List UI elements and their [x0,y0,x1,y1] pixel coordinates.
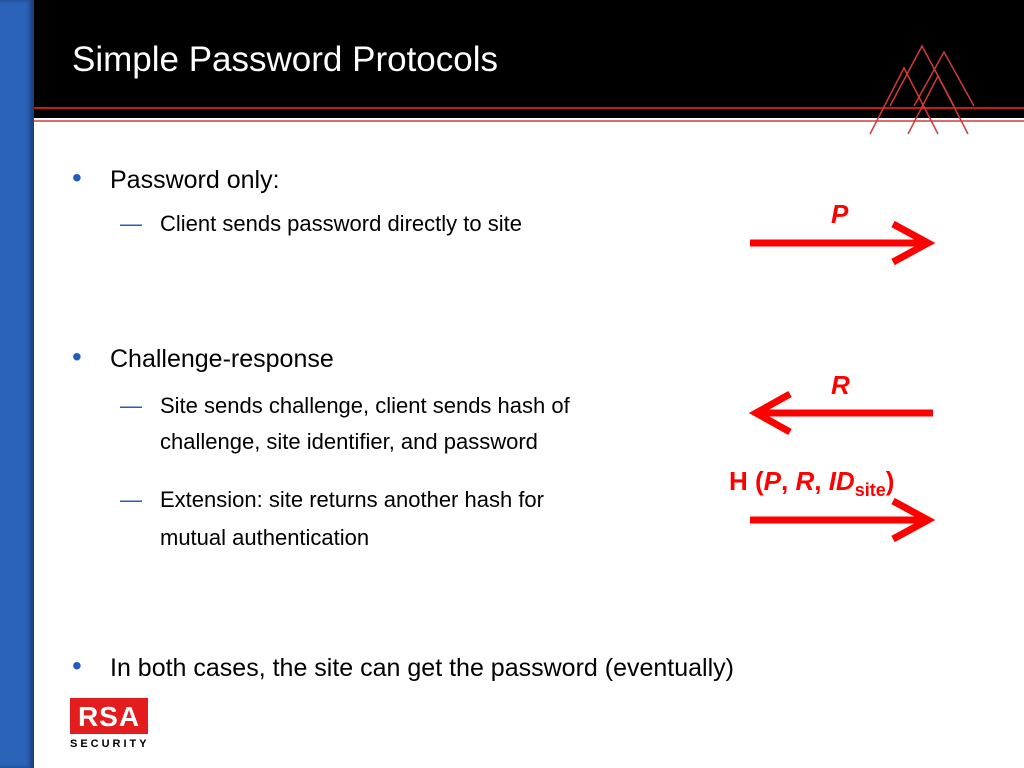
triangle-3 [907,74,969,135]
sub-bullet-text-line-2: challenge, site identifier, and password [160,429,538,454]
sub-bullet-text-line-1: Extension: site returns another hash for [160,487,544,512]
bullet-dot: • [72,341,82,372]
sub-bullet-text-line-2: mutual authentication [160,525,370,550]
hash-comma-1: , [781,466,796,496]
sub-bullet-dash: — [120,211,142,236]
arrow-right-hash [750,497,936,543]
bullet-dot: • [72,650,82,681]
hash-suffix: ) [885,466,895,496]
bullet-text: Challenge-response [110,345,334,373]
header-decoration [34,44,1024,135]
triangle-4 [913,50,975,107]
arrow-left-r [748,390,933,436]
rsa-logo-subtitle: SECURITY [70,738,150,750]
hash-comma-2: , [814,466,829,496]
hash-r: R [795,466,815,496]
label-r: R [831,370,850,400]
header-bar [34,0,1024,118]
bullet-text: In both cases, the site can get the pass… [110,654,734,682]
slide-title: Simple Password Protocols [72,40,498,79]
sub-bullet-text: Client sends password directly to site [160,211,522,236]
rsa-logo-text: RSA [78,701,140,732]
label-p-text: P [831,199,849,229]
bullet-text: Password only: [110,166,280,194]
bullet-dot: • [72,162,82,193]
rsa-logo-mark: RSA [70,698,148,734]
left-sidebar-bar [0,0,34,768]
sub-bullet-dash: — [120,393,142,418]
hash-prefix: H ( [729,466,764,496]
arrow-right-p [750,220,936,266]
rsa-logo: RSA [70,698,148,739]
label-hash: H (P, R, IDsite) [729,466,895,499]
sub-bullet-dash: — [120,487,142,512]
triangle-1 [869,66,939,135]
label-p: P [831,199,848,229]
hash-p: P [763,466,782,496]
hash-id: ID [828,466,855,496]
sub-bullet-text-line-1: Site sends challenge, client sends hash … [160,393,570,418]
hash-id-subscript: site [854,480,886,500]
label-r-text: R [831,370,850,400]
